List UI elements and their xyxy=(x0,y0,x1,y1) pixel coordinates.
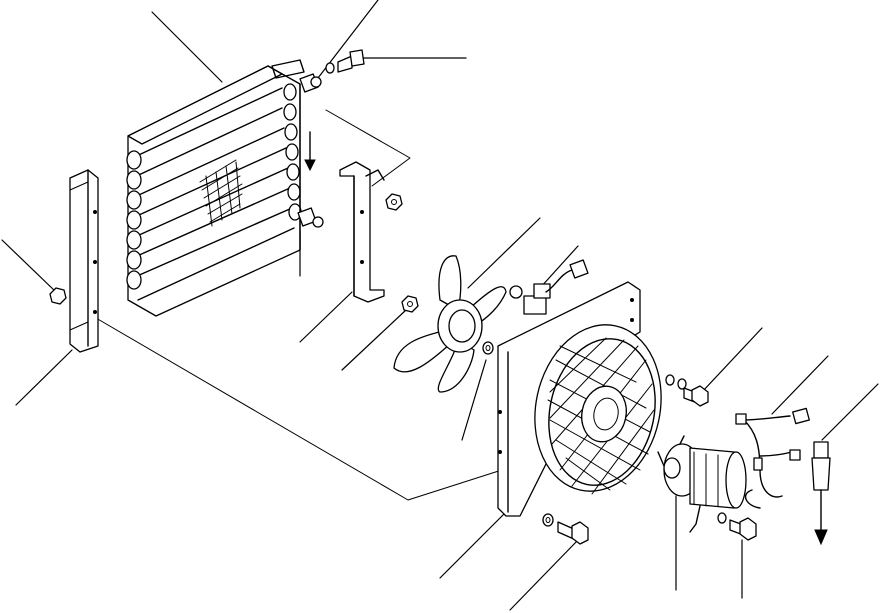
connector xyxy=(509,259,589,315)
fan-blade-left xyxy=(393,329,451,373)
left-bracket xyxy=(69,169,99,353)
condenser-top-face xyxy=(127,65,283,145)
nut-left xyxy=(49,287,67,305)
reference-line-bracket-shroud xyxy=(95,317,509,501)
shroud-bolt xyxy=(683,385,709,407)
fan-shroud xyxy=(497,281,662,517)
harness-terminal-left xyxy=(735,413,747,425)
pressure-switch-head xyxy=(813,441,829,459)
leader-nut-left xyxy=(1,239,57,293)
harness-wire-branch-2 xyxy=(759,451,793,457)
hose-fitting-top xyxy=(299,73,322,93)
leader-left-bracket xyxy=(15,349,73,406)
condenser-tubes xyxy=(126,83,302,301)
fan-guard-center xyxy=(581,385,627,443)
harness-wire-main xyxy=(743,419,783,498)
shroud-washer xyxy=(665,374,687,390)
leader-fan-nut xyxy=(341,309,407,371)
leader-pressure-switch xyxy=(821,383,879,441)
pressure-switch-body xyxy=(811,457,831,491)
connector-grommet xyxy=(509,285,523,299)
motor-bolt xyxy=(729,517,757,541)
bottom-washer xyxy=(542,513,554,527)
flow-arrow-head xyxy=(304,159,316,172)
motor-end-cap xyxy=(725,451,747,509)
condenser-fins xyxy=(199,159,243,227)
motor-washer xyxy=(717,512,727,524)
pressure-switch-arrow-head xyxy=(814,529,828,546)
motor-mount-tabs xyxy=(657,435,685,467)
washer-top xyxy=(325,62,335,74)
hose-fitting-lower xyxy=(297,207,324,228)
fan-washer xyxy=(482,341,494,355)
leader-connector xyxy=(539,245,579,289)
reference-line-condenser-bracket xyxy=(325,109,411,187)
bottom-bolt xyxy=(557,521,589,545)
fan-hub-center xyxy=(448,309,476,343)
leader-bottom-bolt xyxy=(509,539,579,611)
harness-terminal-right xyxy=(789,449,801,461)
right-bracket xyxy=(339,161,385,303)
leader-shroud-bolt xyxy=(701,327,763,393)
connector-wire xyxy=(545,269,573,293)
leader-wire-harness xyxy=(771,355,829,415)
leader-fan-blade xyxy=(467,217,541,289)
motor-lead xyxy=(689,505,701,533)
wire-harness xyxy=(735,407,810,509)
leader-fan-washer xyxy=(461,359,487,441)
connector-plug xyxy=(569,259,589,279)
fan-guard-mesh xyxy=(547,337,656,495)
harness-wire-loop xyxy=(744,489,761,509)
leader-bottom-washer xyxy=(439,509,509,579)
leader-condenser xyxy=(151,11,223,83)
connector-body xyxy=(523,295,547,315)
harness-sleeve xyxy=(753,457,763,471)
harness-connector-top xyxy=(792,407,810,425)
harness-wire-branch xyxy=(743,415,791,421)
fan-motor xyxy=(657,435,747,533)
fan-blade xyxy=(393,255,507,393)
fan-nut xyxy=(401,295,419,313)
condenser-top-pipe xyxy=(271,59,305,79)
nut-right-bracket xyxy=(385,193,403,211)
motor-shaft xyxy=(663,457,681,479)
connector-housing xyxy=(533,283,551,299)
bolt-top xyxy=(337,49,365,73)
fan-blade-bottom xyxy=(437,339,475,393)
condenser-core xyxy=(126,59,316,317)
pressure-switch xyxy=(811,441,831,546)
leader-right-bracket xyxy=(299,291,353,343)
